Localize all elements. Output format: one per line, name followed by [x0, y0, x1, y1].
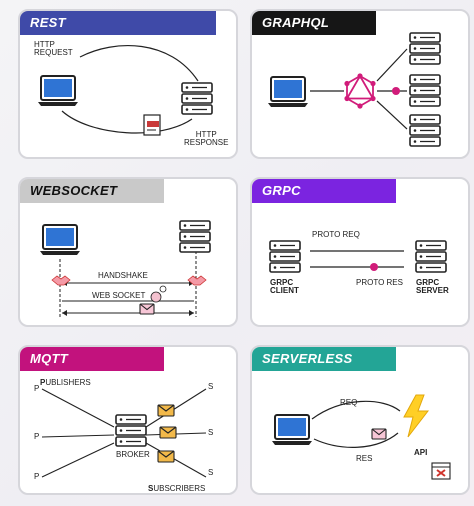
subscribers-label: SUBSCRIBERS [148, 484, 206, 493]
publishers-label: PUBLISHERS [40, 378, 91, 387]
server-icon [179, 220, 211, 253]
http-response-label: HTTP RESPONSE [184, 130, 229, 148]
server-icon [269, 240, 301, 273]
serverless-title: SERVERLESS [252, 347, 396, 371]
envelope-icon [157, 404, 175, 417]
broker-label: BROKER [116, 450, 150, 459]
graphql-dot [392, 87, 400, 95]
http-request-label: HTTP REQUEST [34, 40, 73, 58]
graphql-diagram [267, 32, 441, 147]
subscribers-rest: UBSCRIBERS [153, 484, 206, 493]
envelope-icon [139, 303, 155, 315]
api-label: API [414, 448, 428, 457]
grpc-diagram [269, 240, 447, 273]
handshake-icon [51, 275, 71, 286]
websocket-panel: WEBSOCKET HANDSHAKE WEB SOCKET [18, 177, 238, 327]
rest-diagram [37, 44, 213, 136]
rest-panel: REST HTTP REQUEST HTTP RESPONSE [18, 9, 238, 159]
server-icon [115, 414, 147, 447]
envelope-icon [371, 428, 387, 440]
p-label-3: P [34, 472, 40, 481]
proto-req-label: PROTO REQ [312, 230, 360, 239]
websocket-title: WEBSOCKET [20, 179, 164, 203]
subscribers-initial: S [148, 484, 154, 493]
proto-dot [370, 263, 378, 271]
request-arc [79, 44, 199, 82]
mqtt-panel: MQTT PUBLISHERS P P P S S S BROKER SUBSC… [18, 345, 238, 495]
server-icon [409, 114, 441, 147]
publishers-initial: P [40, 378, 46, 387]
serverless-diagram [271, 394, 451, 480]
req-label: REQ [340, 398, 358, 407]
mqtt-title: MQTT [20, 347, 164, 371]
p-label-2: P [34, 432, 40, 441]
graphql-panel: GRAPHQL [250, 9, 470, 159]
grpc-client-label: GRPC CLIENT [270, 278, 299, 296]
server-icon [415, 240, 447, 273]
server-icon [409, 32, 441, 65]
res-label: RES [356, 454, 373, 463]
server-icon [181, 82, 213, 115]
web-socket-label: WEB SOCKET [92, 291, 146, 300]
laptop-icon [267, 76, 309, 108]
websocket-diagram [39, 220, 211, 317]
s-label-1: S [208, 382, 214, 391]
document-icon [143, 114, 161, 136]
envelope-icon [157, 450, 175, 463]
graphql-logo-icon [344, 73, 376, 109]
p-label-1: P [34, 384, 40, 393]
chat-bubble-icon [150, 285, 167, 303]
response-arc [61, 110, 193, 134]
lightning-icon [403, 394, 430, 438]
laptop-icon [271, 414, 313, 446]
serverless-panel: SERVERLESS REQ RES API [250, 345, 470, 495]
graphql-title: GRAPHQL [252, 11, 376, 35]
grpc-server-label: GRPC SERVER [416, 278, 449, 296]
laptop-icon [39, 224, 81, 256]
mqtt-diagram [41, 388, 207, 478]
proto-res-label: PROTO RES [356, 278, 403, 287]
server-icon [409, 74, 441, 107]
error-window-icon [431, 462, 451, 480]
grpc-panel: GRPC PROTO REQ PROTO RES GRPC CLIENT GRP… [250, 177, 470, 327]
s-label-3: S [208, 468, 214, 477]
s-label-2: S [208, 428, 214, 437]
envelope-icon [159, 426, 177, 439]
publishers-rest: UBLISHERS [45, 378, 91, 387]
handshake-label: HANDSHAKE [98, 271, 148, 280]
grpc-title: GRPC [252, 179, 396, 203]
rest-title: REST [20, 11, 216, 35]
laptop-icon [37, 75, 79, 107]
